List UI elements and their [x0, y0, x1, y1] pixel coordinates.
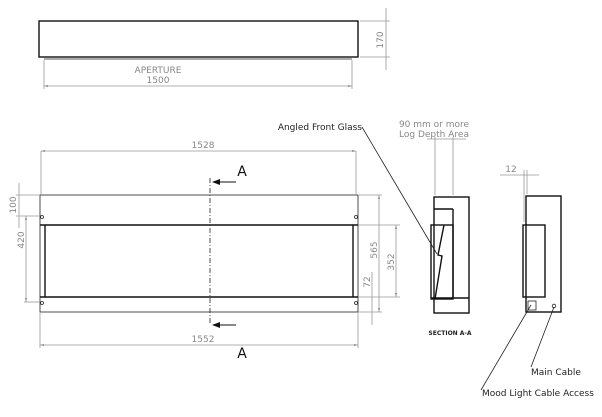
bottom-offset: 72 [363, 276, 373, 287]
log-depth-line1: 90 mm or more [399, 120, 470, 130]
glass-callout: Angled Front Glass [278, 123, 362, 133]
glass-leader-line [361, 126, 438, 255]
mood-light-callout: Mood Light Cable Access [482, 389, 594, 399]
front-view: 1528 1552 A A 100 420 565 352 72 [9, 141, 400, 362]
opening-height: 352 [387, 253, 397, 270]
section-marker-top: A [237, 164, 247, 180]
inner-width: 1528 [192, 141, 215, 151]
front-view-outline [39, 194, 359, 313]
side-offset: 12 [505, 165, 516, 175]
top-view-outline [38, 20, 359, 58]
section-marker-bottom: A [237, 346, 247, 362]
top-view: APERTURE 1500 170 [38, 8, 390, 89]
outer-width: 1552 [192, 335, 215, 345]
aperture-label: APERTURE [135, 66, 182, 76]
top-height: 170 [376, 31, 386, 48]
fixing-height: 420 [17, 231, 27, 248]
section-title: SECTION A-A [428, 330, 471, 337]
section-arrow-top [212, 179, 220, 185]
top-offset: 100 [9, 196, 19, 213]
side-view: 12 Main Cable Mood Light Cable Access [480, 165, 594, 399]
section-arrow-bottom [212, 322, 220, 328]
overall-height: 565 [370, 241, 380, 258]
aperture-width: 1500 [147, 76, 170, 86]
mood-light-access-port [527, 300, 537, 311]
log-depth-line2: Log Depth Area [399, 130, 469, 140]
section-view: 90 mm or more Log Depth Area SECTION A-A… [278, 120, 472, 337]
main-cable-callout: Main Cable [531, 368, 581, 378]
